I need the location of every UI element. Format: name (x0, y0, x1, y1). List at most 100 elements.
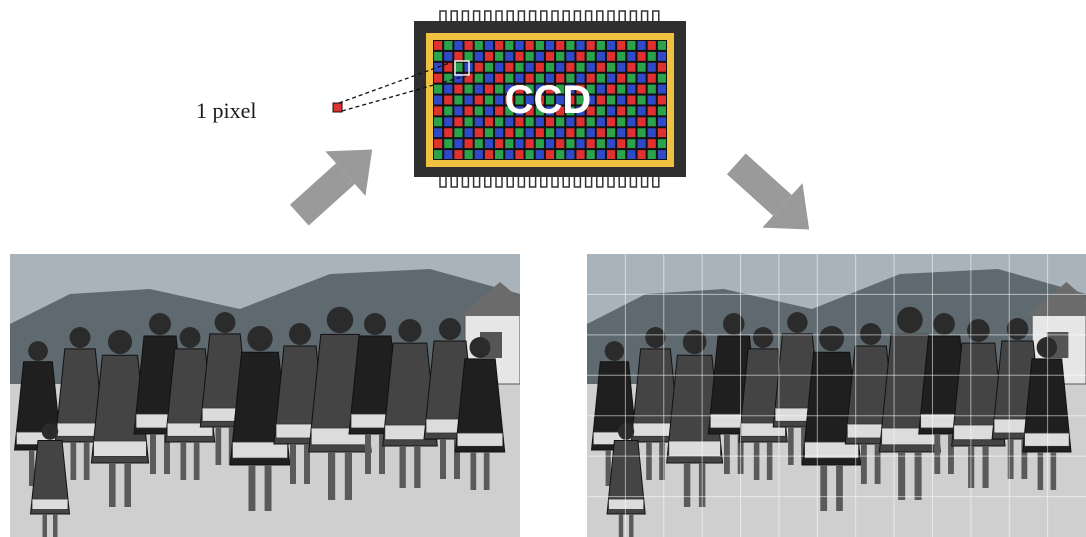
sensor-cell (545, 128, 555, 138)
sensor-cell (505, 95, 514, 105)
sensor-cell (606, 73, 616, 83)
sensor-cell (647, 73, 656, 83)
sensor-cell (525, 73, 534, 83)
sensor-cell (586, 62, 595, 72)
sensor-cell (647, 139, 656, 149)
sensor-cell (484, 41, 494, 50)
sensor-cell (556, 128, 565, 138)
sensor-cell (556, 84, 565, 94)
pixel-label: 1 pixel (196, 98, 257, 123)
sensor-cell (495, 128, 504, 138)
sensor-cell (586, 106, 595, 116)
sensor-cell (515, 139, 524, 149)
sensor-cell (586, 139, 595, 149)
sensor-cell (606, 51, 616, 61)
chip-pin (629, 175, 638, 188)
sensor-cell (464, 95, 473, 105)
sensor-cell (535, 95, 544, 105)
sensor-cell (657, 117, 666, 127)
sensor-cell (606, 62, 616, 72)
chip-pin (562, 10, 570, 23)
sensor-cell (657, 51, 666, 61)
sensor-cell (637, 117, 646, 127)
chip-pin (528, 10, 537, 23)
sensor-cell (596, 139, 605, 149)
sensor-cell (515, 51, 524, 61)
sensor-cell (586, 95, 595, 105)
sensor-cell (637, 51, 646, 61)
sensor-cell (657, 73, 666, 83)
sensor-cell (434, 106, 443, 116)
sensor-cell (484, 73, 494, 83)
sensor-cell (474, 117, 483, 127)
sensor-cell (617, 41, 626, 50)
sensor-cell (606, 41, 616, 50)
chip-pin (506, 175, 514, 188)
sensor-cell (464, 128, 473, 138)
sensor-cell (627, 41, 636, 50)
sensor-cell (535, 117, 544, 127)
sensor-cell (606, 150, 616, 159)
sensor-cell (627, 62, 636, 72)
sensor-cell (617, 139, 626, 149)
dancer-figure (29, 423, 71, 537)
sensor-cell (484, 139, 494, 149)
sensor-cell (637, 95, 646, 105)
sensor-cell (444, 150, 453, 159)
pixel-square-icon (332, 102, 343, 113)
chip-pin (450, 10, 458, 23)
sensor-cell (545, 51, 555, 61)
sensor-cell (505, 51, 514, 61)
sensor-cell (474, 41, 483, 50)
sensor-cell (515, 62, 524, 72)
chip-pins-top (439, 10, 660, 23)
sensor-cell (484, 150, 494, 159)
sensor-cell (566, 106, 575, 116)
sensor-cell (637, 128, 646, 138)
sensor-cell (495, 41, 504, 50)
sensor-cell (454, 95, 463, 105)
sensor-cell (596, 84, 605, 94)
sensor-cell (627, 117, 636, 127)
sensor-cell (576, 51, 585, 61)
sensor-cell (444, 84, 453, 94)
sensor-pixel-highlight (454, 60, 470, 76)
sensor-cell (535, 150, 544, 159)
dancer-figure (454, 337, 506, 490)
dancer-figure (666, 329, 724, 507)
sensor-cell (484, 95, 494, 105)
sensor-cell (657, 128, 666, 138)
sensor-cell (657, 139, 666, 149)
sensor-cell (495, 62, 504, 72)
sensor-cell (637, 84, 646, 94)
sensor-cell (617, 62, 626, 72)
chip-pin (640, 10, 649, 23)
chip-pin (573, 175, 582, 188)
dancer-figure (630, 327, 681, 480)
sensor-cell (545, 106, 555, 116)
sensor-cell (434, 84, 443, 94)
pixel-callout-line-bottom (341, 74, 470, 112)
sensor-cell (657, 84, 666, 94)
sensor-cell (505, 62, 514, 72)
chip-pin (562, 175, 570, 188)
sensor-cell (464, 41, 473, 50)
sensor-cell (596, 106, 605, 116)
sensor-cell (606, 84, 616, 94)
sensor-cell (545, 117, 555, 127)
dancer-figure (1022, 337, 1072, 490)
sensor-cell (657, 106, 666, 116)
sensor-cell (657, 95, 666, 105)
sensor-cell (484, 106, 494, 116)
sensor-cell (525, 51, 534, 61)
sensor-cell (474, 62, 483, 72)
chip-pin (484, 10, 492, 23)
sensor-cell (545, 84, 555, 94)
chip-pin (439, 175, 447, 188)
sensor-cell (515, 117, 524, 127)
sensor-cell (556, 117, 565, 127)
chip-pin (484, 175, 492, 188)
sensor-cell (647, 150, 656, 159)
chip-pin (517, 175, 526, 188)
sensor-cell (617, 51, 626, 61)
